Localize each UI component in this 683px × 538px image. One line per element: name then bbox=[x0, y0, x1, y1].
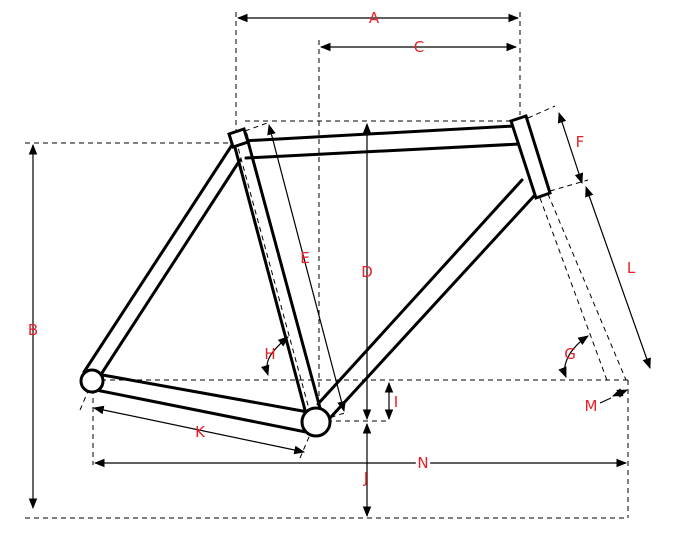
label-a: A bbox=[369, 9, 380, 27]
label-l: L bbox=[627, 259, 636, 277]
label-d: D bbox=[361, 263, 373, 281]
reference-lines bbox=[25, 12, 629, 519]
label-i: I bbox=[394, 393, 398, 411]
label-b: B bbox=[28, 321, 38, 339]
down-tube bbox=[316, 178, 536, 420]
seat-stay bbox=[82, 143, 242, 378]
label-g: G bbox=[564, 345, 576, 363]
label-j: J bbox=[363, 469, 368, 487]
bottom-bracket bbox=[300, 406, 332, 438]
label-e: E bbox=[300, 249, 309, 267]
label-c: C bbox=[414, 38, 424, 56]
head-tube bbox=[509, 114, 552, 200]
label-m: M bbox=[585, 397, 598, 415]
frame bbox=[79, 114, 552, 438]
label-n: N bbox=[417, 454, 428, 472]
dimension-lines bbox=[28, 13, 651, 518]
label-k: K bbox=[195, 423, 206, 441]
label-h: H bbox=[264, 345, 275, 363]
rear-axle bbox=[79, 368, 105, 394]
dimension-labels: A B C D E F G H I J K L M N bbox=[28, 9, 636, 487]
label-f: F bbox=[576, 133, 585, 151]
top-tube bbox=[240, 124, 522, 160]
